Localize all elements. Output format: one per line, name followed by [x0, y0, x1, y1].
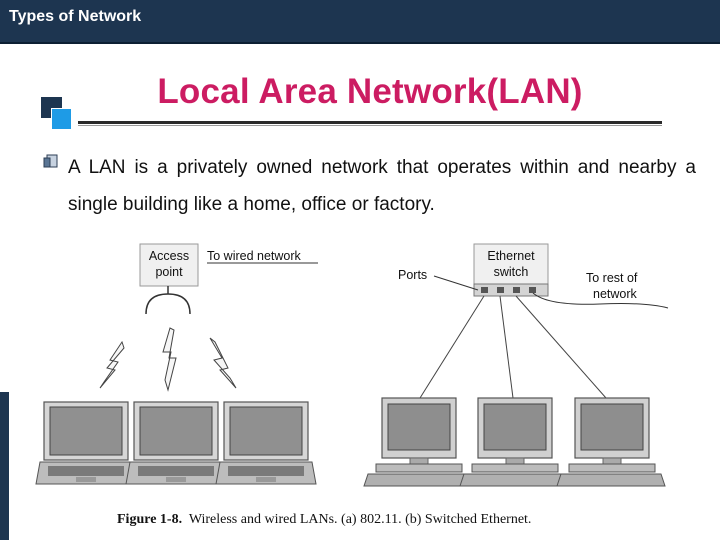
- rest-of-network-label-2: network: [593, 287, 638, 301]
- ports-pointer: [433, 275, 479, 291]
- section-title: Types of Network: [9, 8, 142, 25]
- figure-caption: Figure 1-8. Wireless and wired LANs. (a)…: [117, 512, 531, 528]
- svg-text:Ethernet: Ethernet: [487, 249, 535, 263]
- wireless-signal-icon: [162, 327, 177, 392]
- ports-label: Ports: [398, 268, 427, 282]
- cable: [515, 295, 607, 399]
- svg-text:Access: Access: [149, 249, 189, 263]
- header-bar: Types of Network: [0, 0, 720, 44]
- ap-antenna-icon: [145, 293, 191, 315]
- left-accent-bar: [0, 392, 9, 540]
- access-point-label: Access point: [139, 243, 199, 287]
- wireless-signal-icon: [99, 340, 125, 389]
- figure-number: Figure 1-8.: [117, 512, 183, 527]
- bullet-icon: [43, 154, 58, 168]
- laptop-icon: [35, 401, 137, 485]
- svg-text:switch: switch: [494, 265, 529, 279]
- bullet-text: A LAN is a privately owned network that …: [68, 157, 696, 215]
- svg-text:point: point: [155, 265, 183, 279]
- cable: [499, 295, 514, 399]
- title-divider-shadow: [78, 125, 662, 126]
- rest-of-network-label-1: To rest of: [586, 271, 638, 285]
- figure-caption-text: Wireless and wired LANs. (a) 802.11. (b)…: [188, 512, 532, 527]
- ethernet-switch: Ethernet switch: [473, 243, 549, 297]
- laptop-icon: [125, 401, 227, 485]
- slide-title: Local Area Network(LAN): [157, 72, 583, 111]
- title-divider: [78, 121, 662, 124]
- desktop-computer-icon: [556, 397, 666, 487]
- cable: [419, 295, 485, 399]
- wireless-signal-icon: [209, 337, 237, 389]
- uplink-cable: [532, 292, 669, 309]
- desktop-computer-icon: [363, 397, 473, 487]
- lan-figure: Access point To wired network Ethernet s…: [35, 243, 669, 487]
- desktop-computer-icon: [459, 397, 569, 487]
- laptop-icon: [215, 401, 317, 485]
- to-wired-network-label: To wired network: [207, 249, 302, 263]
